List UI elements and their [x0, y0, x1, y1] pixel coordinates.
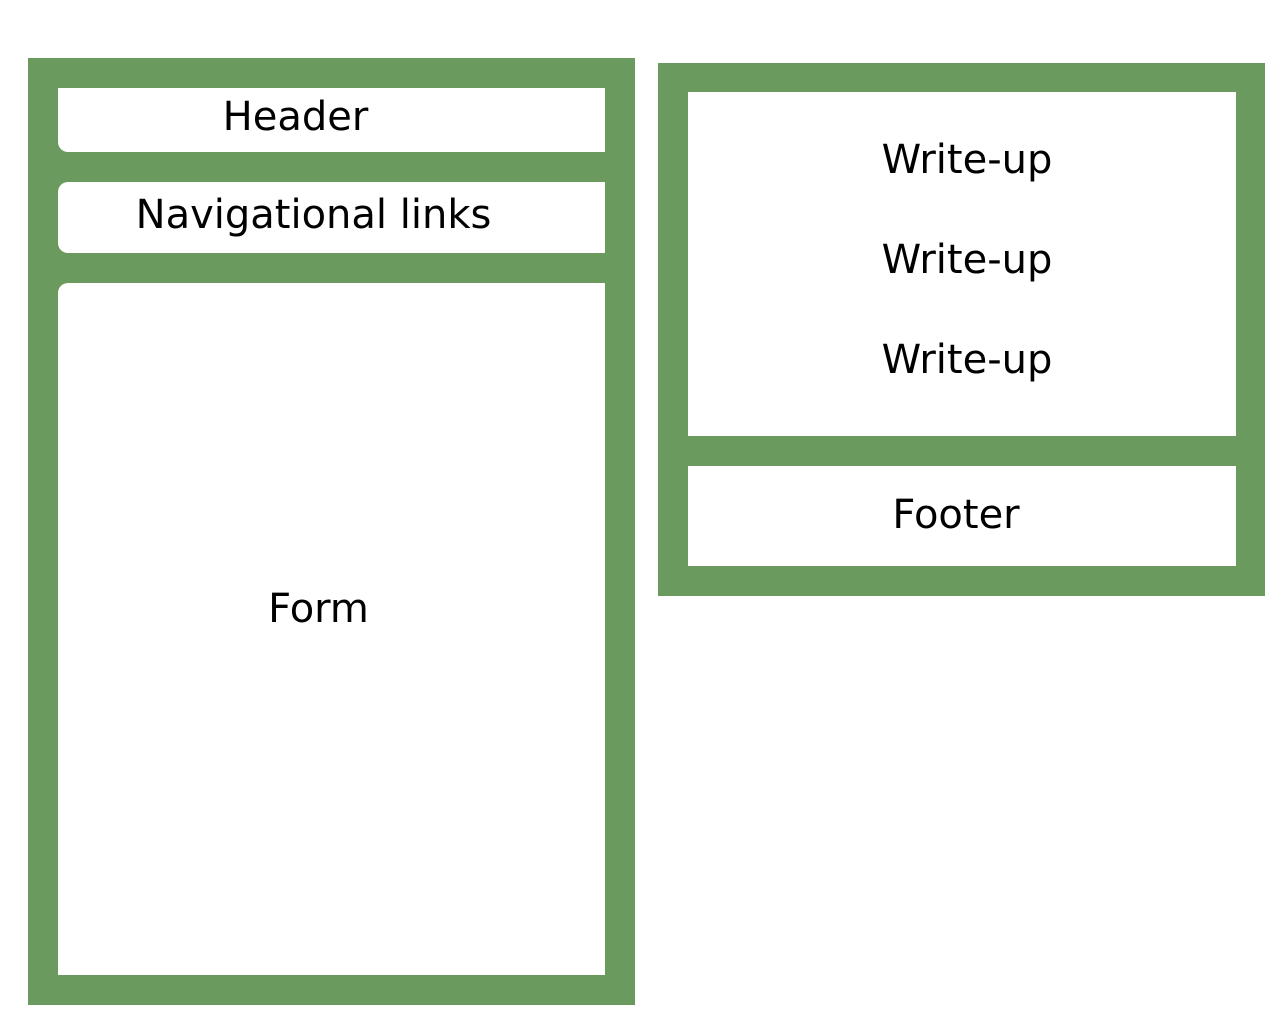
- footer-label: Footer: [892, 492, 1020, 538]
- footer-block: Footer: [688, 466, 1236, 566]
- write-up-label: Write-up: [881, 337, 1053, 383]
- write-up-label: Write-up: [881, 137, 1053, 183]
- header-block: Header: [58, 88, 605, 152]
- form-label: Form: [268, 586, 369, 632]
- write-up-label: Write-up: [881, 237, 1053, 283]
- header-label: Header: [222, 94, 369, 140]
- form-block: Form: [58, 283, 605, 975]
- navigational-links-block: Navigational links: [58, 182, 605, 253]
- navigational-links-label: Navigational links: [135, 191, 492, 238]
- write-up-block: Write-up Write-up Write-up: [688, 92, 1236, 436]
